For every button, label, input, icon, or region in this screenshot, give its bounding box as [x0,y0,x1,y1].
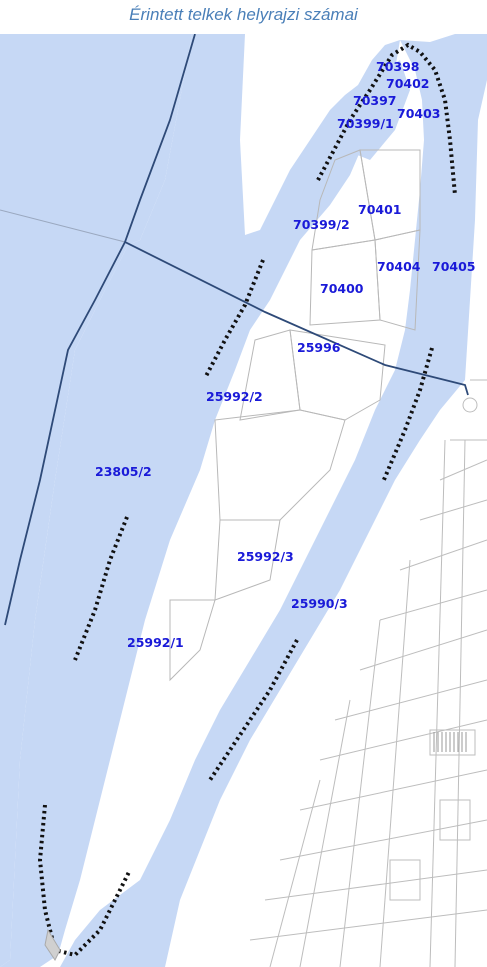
minor-boundary-line [0,209,126,243]
parcel-map[interactable] [0,34,487,967]
parcel-label-70399-1[interactable]: 70399/1 [337,116,394,131]
river-west-channel [0,34,400,967]
parcel-label-25992-2[interactable]: 25992/2 [206,389,263,404]
parcel-label-25992-1[interactable]: 25992/1 [127,635,184,650]
admin-boundaries [4,34,469,626]
parcel-label-70405[interactable]: 70405 [432,259,476,274]
parcel-label-70404[interactable]: 70404 [377,259,421,274]
parcel-label-23805-2[interactable]: 23805/2 [95,464,152,479]
parcel-label-70403[interactable]: 70403 [397,106,441,121]
parcel-label-25990-3[interactable]: 25990/3 [291,596,348,611]
map-caption: Érintett telkek helyrajzi számai [129,5,358,24]
parcel-outlines [169,149,421,682]
river-north-inlet [340,60,410,160]
parcel-label-25992-3[interactable]: 25992/3 [237,549,294,564]
pier-wedge [44,928,61,961]
parcel-label-70398[interactable]: 70398 [376,59,420,74]
parcel-label-70400[interactable]: 70400 [320,281,364,296]
city-street-grid [249,379,487,967]
parcel-label-25996[interactable]: 25996 [297,340,341,355]
dotted-markers [37,42,457,958]
parcel-label-70402[interactable]: 70402 [386,76,430,91]
parcel-label-70397[interactable]: 70397 [353,93,397,108]
building-hatch [433,732,467,752]
parcel-label-70399-2[interactable]: 70399/2 [293,217,350,232]
river-main-branch [0,34,192,967]
parcel-label-70401[interactable]: 70401 [358,202,402,217]
river-east-channel [60,34,487,967]
